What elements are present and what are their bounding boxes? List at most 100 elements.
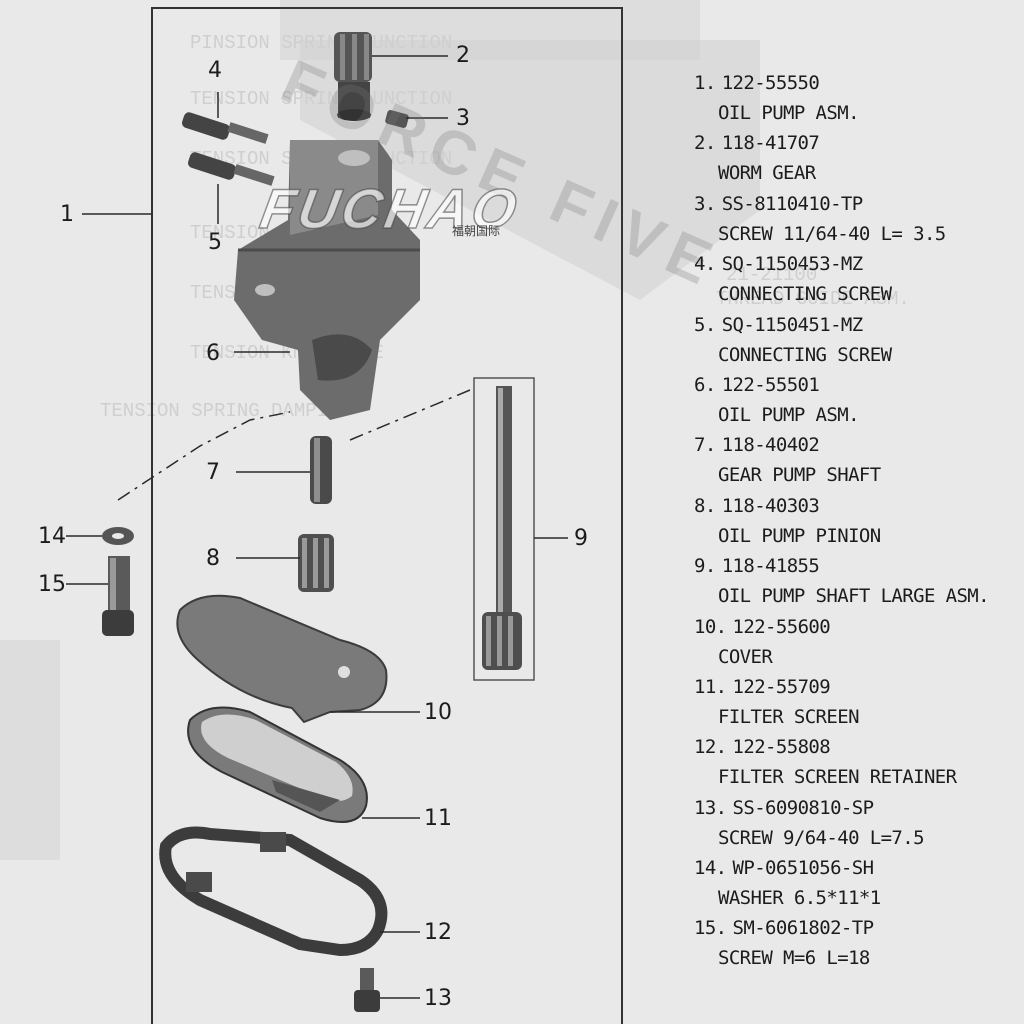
part-code: SM-6061802-TP <box>732 917 875 940</box>
part-number-line: 14.WP-0651056-SH <box>694 857 874 880</box>
part-code: 122-55550 <box>721 72 820 94</box>
part-description: CONNECTING SCREW <box>718 343 892 366</box>
part-index: 7. <box>694 434 716 457</box>
callout-9: 9 <box>574 526 588 551</box>
part-code: 122-55709 <box>732 675 831 698</box>
part-index: 4. <box>694 253 716 276</box>
part-code: 122-55501 <box>721 373 820 396</box>
part-code: 118-40402 <box>721 434 820 457</box>
filter-retainer-part <box>159 826 388 957</box>
set-screw-part <box>385 110 409 128</box>
part-code: 118-40303 <box>721 494 820 517</box>
part-index: 5. <box>694 313 716 336</box>
cover-part <box>176 594 388 724</box>
part-item: 5.SQ-1150451-MZ CONNECTING SCREW <box>694 310 1024 370</box>
part-item: 14.WP-0651056-SH WASHER 6.5*11*1 <box>694 853 1024 913</box>
callout-15: 15 <box>38 572 66 597</box>
part-index: 15. <box>694 917 727 940</box>
part-number-line: 7.118-40402 <box>694 434 820 457</box>
part-number-line: 5.SQ-1150451-MZ <box>694 314 863 336</box>
callout-4: 4 <box>208 58 222 83</box>
part-description: OIL PUMP SHAFT LARGE ASM. <box>718 585 990 608</box>
worm-gear-part <box>334 32 372 121</box>
part-description: GEAR PUMP SHAFT <box>718 464 881 487</box>
screw-part-15 <box>102 556 134 636</box>
assembly-frame <box>151 7 623 1024</box>
part-number-line: 6.122-55501 <box>694 373 820 396</box>
part-number-line: 11.122-55709 <box>694 675 831 698</box>
part-number-line: 9.118-41855 <box>694 555 820 578</box>
part-description: SCREW 11/64-40 L= 3.5 <box>718 222 946 245</box>
leader-lines <box>66 55 568 999</box>
part-description: WORM GEAR <box>718 162 816 185</box>
part-description: WASHER 6.5*11*1 <box>718 887 881 910</box>
brand-watermark: FUCHAO 福朝国际 <box>244 176 536 242</box>
part-description: CONNECTING SCREW <box>718 283 892 306</box>
part-item: 4.SQ-1150453-MZ CONNECTING SCREW <box>694 249 1024 309</box>
callout-13: 13 <box>424 986 452 1011</box>
part-number-line: 4.SQ-1150453-MZ <box>694 253 863 275</box>
part-description: SCREW 9/64-40 L=7.5 <box>718 826 925 849</box>
callout-8: 8 <box>206 546 220 571</box>
callout-5: 5 <box>208 230 222 255</box>
callout-10: 10 <box>424 700 452 725</box>
part-index: 6. <box>694 373 716 396</box>
part-description: OIL PUMP ASM. <box>718 403 860 426</box>
callout-3: 3 <box>456 106 470 131</box>
part-description: OIL PUMP PINION <box>718 524 881 547</box>
part-index: 3. <box>694 192 716 215</box>
callout-1: 1 <box>60 202 74 227</box>
callout-14: 14 <box>38 524 66 549</box>
part-number-line: 3.SS-8110410-TP <box>694 193 863 215</box>
part-number-line: 12.122-55808 <box>694 736 831 758</box>
part-number-line: 10.122-55600 <box>694 615 831 638</box>
part-index: 1. <box>694 72 716 94</box>
part-description: OIL PUMP ASM. <box>718 102 860 124</box>
part-code: 122-55600 <box>732 615 831 638</box>
callout-7: 7 <box>206 460 220 485</box>
part-code: 118-41855 <box>721 555 820 578</box>
part-number-line: 15.SM-6061802-TP <box>694 917 875 940</box>
callout-6: 6 <box>206 341 220 366</box>
oil-pump-shaft-large-part <box>473 377 535 681</box>
part-index: 9. <box>694 555 716 578</box>
part-item: 3.SS-8110410-TP SCREW 11/64-40 L= 3.5 <box>694 189 1024 249</box>
part-index: 13. <box>694 796 727 819</box>
oil-pump-pinion-part <box>298 534 334 592</box>
connecting-screw-5 <box>188 152 275 186</box>
part-description: COVER <box>718 645 773 668</box>
part-code: SQ-1150451-MZ <box>721 313 864 336</box>
part-description: FILTER SCREEN RETAINER <box>718 766 957 789</box>
part-index: 10. <box>694 615 727 638</box>
part-description: FILTER SCREEN <box>718 705 860 728</box>
part-number-line: 1.122-55550 <box>694 72 820 94</box>
callout-11: 11 <box>424 806 452 831</box>
part-number-line: 2.118-41707 <box>694 132 820 155</box>
callout-12: 12 <box>424 920 452 945</box>
filter-screen-part <box>187 706 368 823</box>
part-code: 118-41707 <box>721 132 820 155</box>
part-item: 15.SM-6061802-TP SCREW M=6 L=18 <box>694 913 1024 973</box>
part-code: SS-8110410-TP <box>721 192 864 215</box>
part-index: 11. <box>694 675 727 698</box>
force-five-band <box>300 40 760 300</box>
part-index: 14. <box>694 857 727 880</box>
part-code: SQ-1150453-MZ <box>721 253 864 276</box>
gear-pump-shaft-part <box>310 436 332 504</box>
part-description: SCREW M=6 L=18 <box>718 947 870 970</box>
oil-pump-housing <box>234 140 420 420</box>
callout-2: 2 <box>456 43 470 68</box>
connecting-screw-4 <box>182 112 269 144</box>
screw-part-13 <box>354 968 380 1012</box>
part-index: 2. <box>694 132 716 155</box>
